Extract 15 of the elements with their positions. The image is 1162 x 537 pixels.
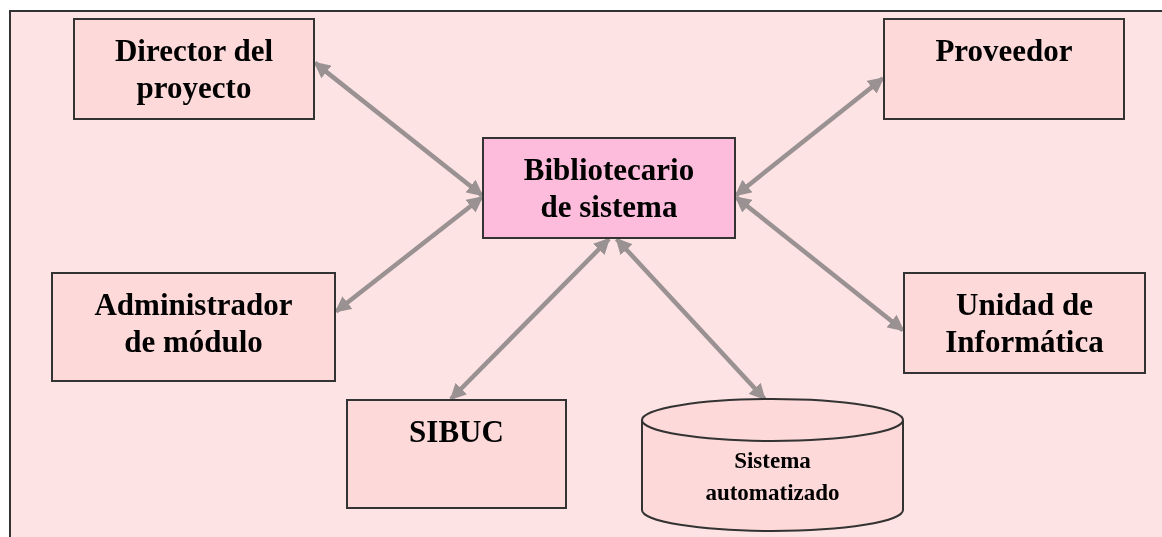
role-box bbox=[51, 272, 336, 382]
central-role-box bbox=[482, 137, 736, 239]
role-box bbox=[346, 399, 567, 509]
double-arrow bbox=[614, 237, 767, 401]
box-label: Bibliotecario de sistema bbox=[522, 151, 696, 225]
double-arrow bbox=[449, 237, 611, 401]
role-box bbox=[903, 272, 1146, 374]
box-label: SIBUC bbox=[409, 413, 504, 450]
role-box bbox=[73, 18, 315, 120]
box-label: Administrador de módulo bbox=[93, 286, 294, 360]
box-label: Director del proyecto bbox=[113, 32, 275, 106]
box-label: Unidad de Informática bbox=[944, 286, 1105, 360]
box-label: Sistema automatizado bbox=[704, 447, 841, 507]
box-label: Proveedor bbox=[935, 32, 1073, 69]
role-box bbox=[883, 18, 1125, 120]
